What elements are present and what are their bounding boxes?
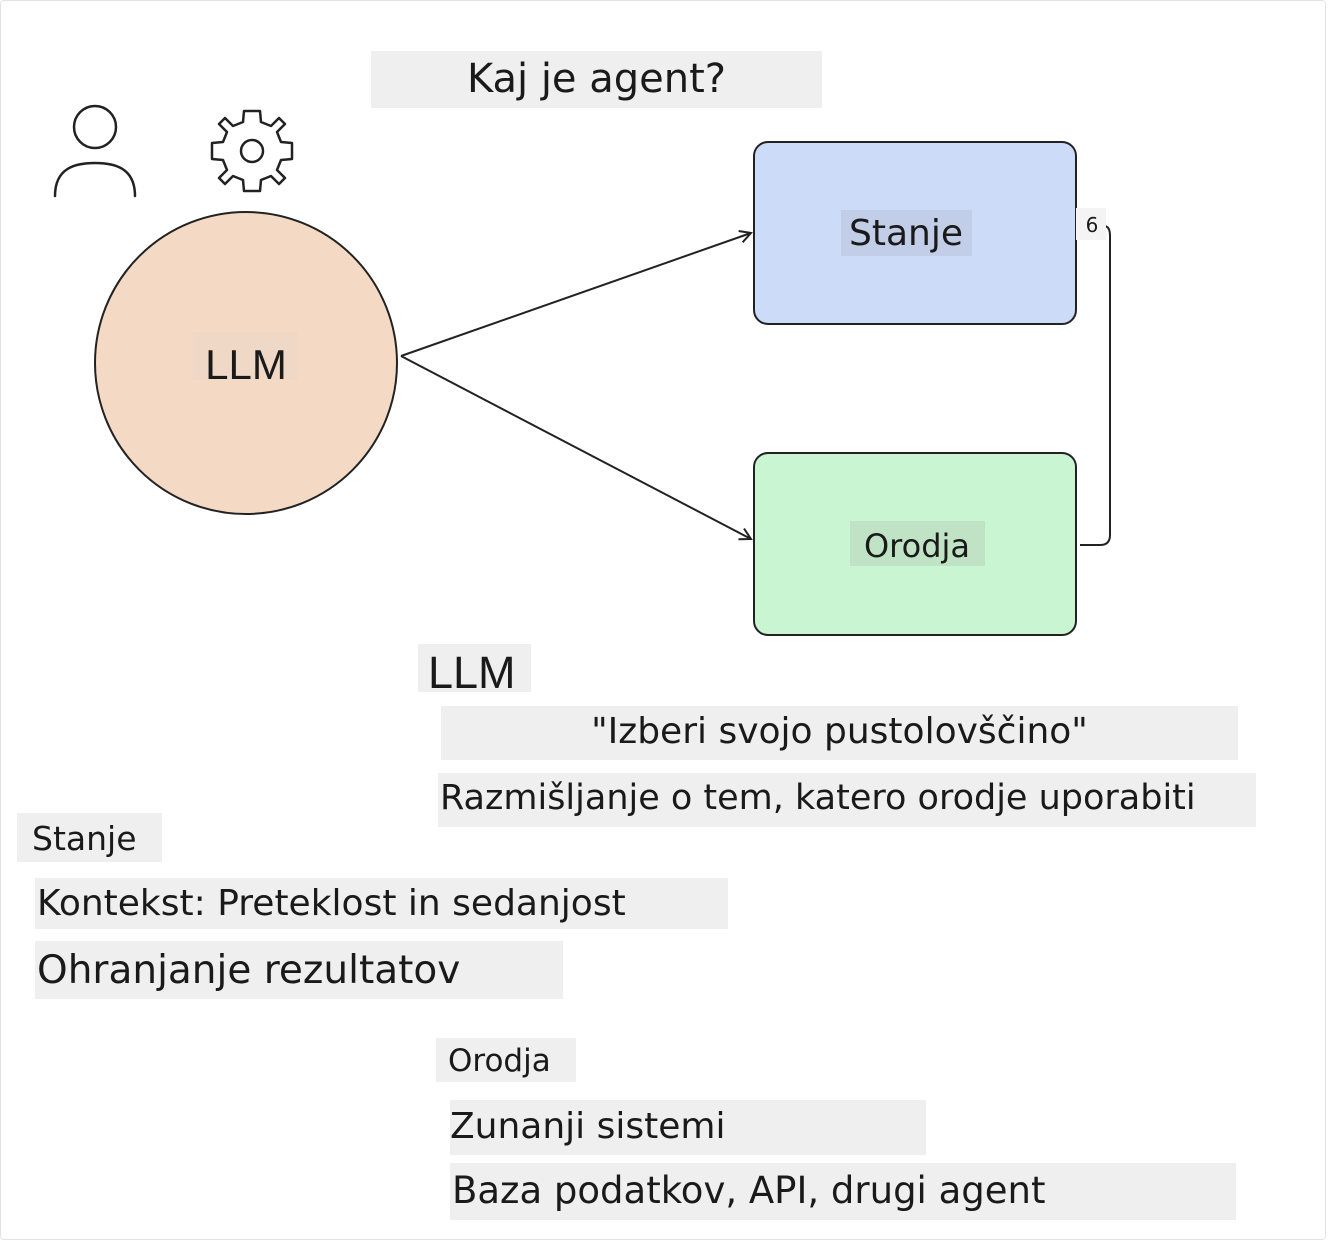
gear-icon <box>210 109 294 193</box>
state-node-label-bg <box>841 210 972 256</box>
tools-state-connector <box>1080 225 1111 546</box>
state-section-heading: Stanje <box>17 813 162 862</box>
arrow-llm-to-tools <box>400 355 751 539</box>
tools-node-label: Orodja <box>864 527 970 565</box>
tools-section-heading: Orodja <box>436 1038 576 1082</box>
llm-node-label-bg <box>193 332 298 380</box>
llm-section-heading: LLM <box>418 644 531 695</box>
llm-section-item: "Izberi svojo pustolovščino" <box>441 706 1238 760</box>
state-section-item: Ohranjanje rezultatov <box>35 941 563 999</box>
arrow-llm-to-state <box>400 233 751 357</box>
state-section-item: Kontekst: Preteklost in sedanjost <box>35 878 728 929</box>
page-title: Kaj je agent? <box>371 51 822 108</box>
llm-node-label: LLM <box>205 341 287 388</box>
connector-mark: 6 <box>1086 213 1099 237</box>
person-icon <box>53 104 137 198</box>
tools-section-item: Zunanji sistemi <box>450 1100 926 1155</box>
tools-node-label-bg <box>850 521 985 566</box>
llm-section-item: Razmišljanje o tem, katero orodje uporab… <box>438 773 1256 827</box>
state-node-label: Stanje <box>849 213 963 254</box>
tools-section-item: Baza podatkov, API, drugi agent <box>450 1163 1236 1220</box>
connector-mark-bg <box>1076 208 1106 240</box>
